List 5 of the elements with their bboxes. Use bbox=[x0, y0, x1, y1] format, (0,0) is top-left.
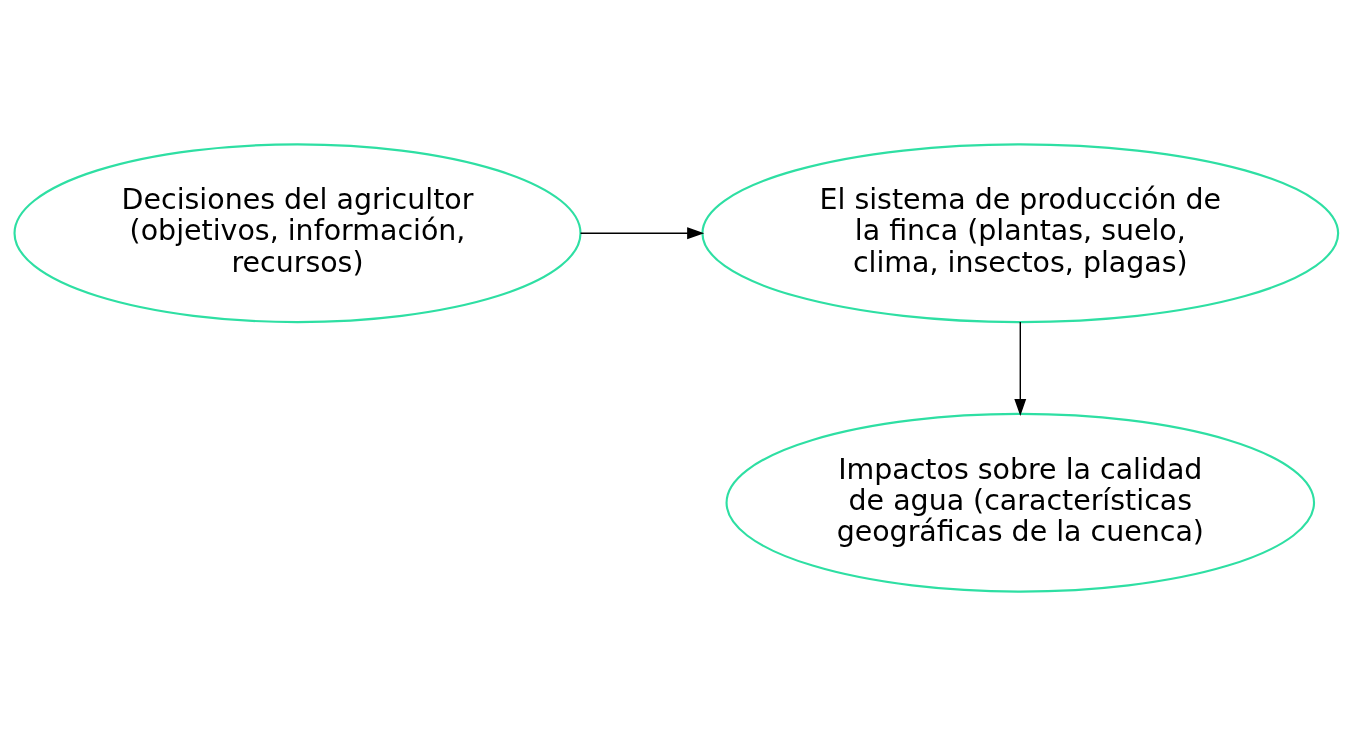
node-ellipse: Impactos sobre la calidad de agua (características geográficas de la cuenca) bbox=[725, 412, 1316, 593]
arrow bbox=[579, 227, 705, 240]
node-ellipse: Decisiones del agricultor (objetivos, información, recursos) bbox=[13, 143, 582, 324]
arrow bbox=[1014, 321, 1027, 416]
node-ellipse: El sistema de producción de la finca (plantas, suelo, clima, insectos, plagas) bbox=[701, 143, 1340, 324]
